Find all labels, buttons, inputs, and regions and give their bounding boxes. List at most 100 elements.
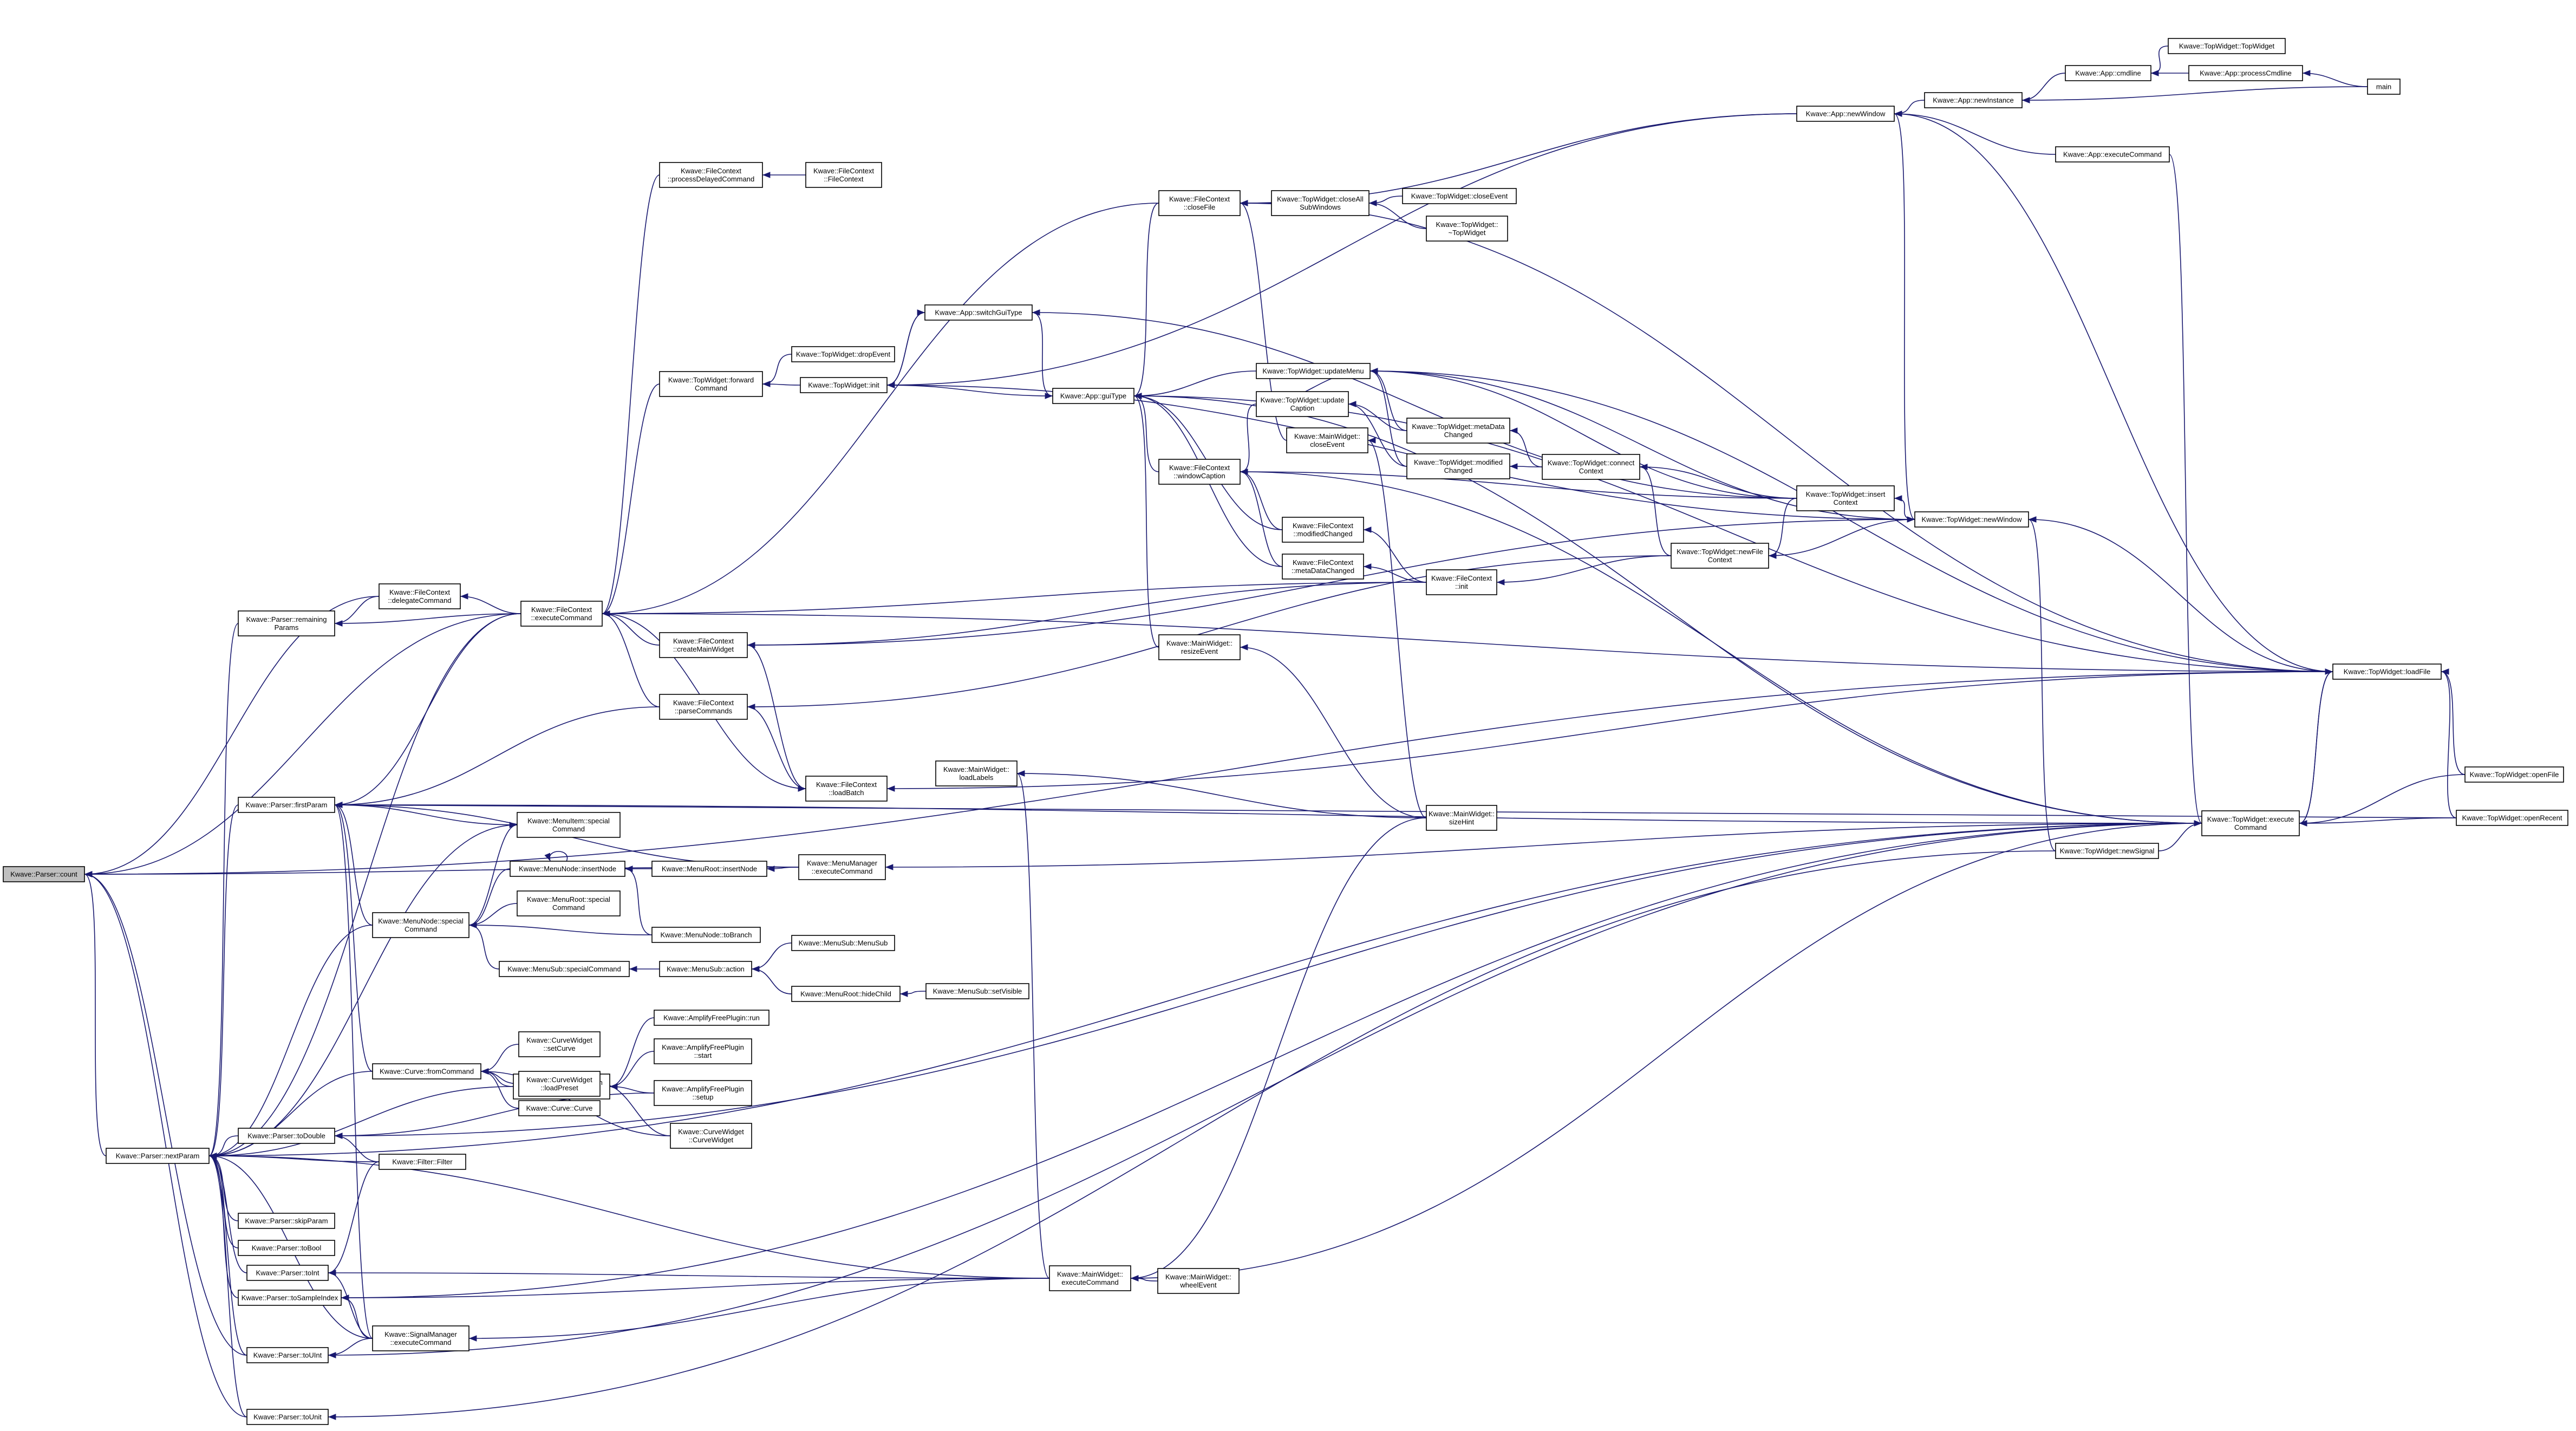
graph-node-appNewInstance[interactable]: Kwave::App::newInstance	[1924, 92, 2023, 108]
graph-node-appSwitchGui[interactable]: Kwave::App::switchGuiType	[924, 304, 1033, 321]
graph-node-filterCtor[interactable]: Kwave::Filter::Filter	[379, 1154, 466, 1170]
graph-node-mmExecute[interactable]: Kwave::MenuManager::executeCommand	[798, 854, 886, 880]
graph-node-msAction[interactable]: Kwave::MenuSub::action	[659, 961, 752, 977]
node-box	[238, 1213, 335, 1229]
graph-node-firstParam[interactable]: Kwave::Parser::firstParam	[238, 797, 335, 813]
graph-node-msSetVisible[interactable]: Kwave::MenuSub::setVisible	[925, 983, 1029, 999]
graph-node-msCtor[interactable]: Kwave::MenuSub::MenuSub	[791, 935, 895, 951]
node-label: ::modifiedChanged	[1293, 530, 1352, 538]
node-label: ::metaDataChanged	[1292, 567, 1354, 575]
graph-node-mwExecute[interactable]: Kwave::MainWidget::executeCommand	[1049, 1265, 1131, 1291]
graph-node-nextParam[interactable]: Kwave::Parser::nextParam	[106, 1148, 210, 1164]
graph-node-main[interactable]: main	[2367, 79, 2401, 95]
node-box	[2456, 810, 2568, 826]
graph-node-mwWheel[interactable]: Kwave::MainWidget::wheelEvent	[1157, 1268, 1240, 1294]
node-label: Kwave::MainWidget::	[1429, 810, 1495, 818]
graph-node-appGuiType[interactable]: Kwave::App::guiType	[1052, 388, 1134, 404]
graph-node-mrSpecial[interactable]: Kwave::MenuRoot::specialCommand	[517, 890, 621, 916]
graph-node-mrInsertNode[interactable]: Kwave::MenuRoot::insertNode	[651, 861, 767, 877]
graph-node-fcModified[interactable]: Kwave::FileContext::modifiedChanged	[1282, 517, 1364, 543]
graph-node-toDouble[interactable]: Kwave::Parser::toDouble	[238, 1128, 335, 1144]
node-label: Kwave::TopWidget::newWindow	[1922, 516, 2023, 524]
graph-node-twUpdateMenu[interactable]: Kwave::TopWidget::updateMenu	[1256, 363, 1371, 379]
call-edge	[334, 613, 521, 808]
graph-node-twOpenFile[interactable]: Kwave::TopWidget::openFile	[2464, 766, 2564, 783]
graph-node-toUInt[interactable]: Kwave::Parser::toUInt	[246, 1347, 329, 1363]
node-box	[925, 983, 1029, 999]
graph-node-skipParam[interactable]: Kwave::Parser::skipParam	[238, 1213, 335, 1229]
graph-node-fcParse[interactable]: Kwave::FileContext::parseCommands	[659, 694, 748, 720]
call-edge	[468, 822, 518, 926]
graph-node-fcDelegate[interactable]: Kwave::FileContext::delegateCommand	[379, 583, 461, 609]
graph-node-curveCtor[interactable]: Kwave::Curve::Curve	[518, 1100, 601, 1116]
graph-node-appCmdline[interactable]: Kwave::App::cmdline	[2065, 65, 2151, 81]
node-box	[246, 1265, 329, 1281]
graph-node-toInt[interactable]: Kwave::Parser::toInt	[246, 1265, 329, 1281]
graph-node-mrHideChild[interactable]: Kwave::MenuRoot::hideChild	[791, 986, 901, 1002]
call-edge	[84, 871, 247, 1417]
graph-node-toUnit[interactable]: Kwave::Parser::toUnit	[246, 1409, 329, 1425]
graph-node-afpRun[interactable]: Kwave::AmplifyFreePlugin::run	[654, 1010, 769, 1026]
node-label: ::init	[1455, 582, 1468, 590]
call-edge	[1240, 200, 1287, 441]
graph-node-appExecute[interactable]: Kwave::App::executeCommand	[2055, 146, 2170, 162]
graph-node-smExecute[interactable]: Kwave::SignalManager::executeCommand	[372, 1325, 469, 1351]
graph-node-fcCtor[interactable]: Kwave::FileContext::FileContext	[805, 162, 882, 188]
graph-node-twLoadFile[interactable]: Kwave::TopWidget::loadFile	[2332, 664, 2442, 680]
graph-node-cwLoadPreset[interactable]: Kwave::CurveWidget::loadPreset	[518, 1071, 601, 1097]
graph-node-twExecute[interactable]: Kwave::TopWidget::executeCommand	[2201, 810, 2300, 836]
graph-node-fcWindowCaption[interactable]: Kwave::FileContext::windowCaption	[1158, 459, 1241, 485]
node-label: sizeHint	[1449, 818, 1475, 826]
graph-node-appProcessCmdline[interactable]: Kwave::App::processCmdline	[2188, 65, 2303, 81]
root-node-count[interactable]: Kwave::Parser::count	[3, 866, 85, 882]
call-edge	[1368, 196, 1403, 206]
graph-node-fcExecute[interactable]: Kwave::FileContext::executeCommand	[520, 601, 603, 627]
graph-node-fcInit[interactable]: Kwave::FileContext::init	[1426, 569, 1497, 595]
call-edge	[208, 1153, 247, 1356]
graph-node-twModified[interactable]: Kwave::TopWidget::modifiedChanged	[1406, 453, 1510, 479]
graph-node-twMetaData[interactable]: Kwave::TopWidget::metaDataChanged	[1406, 418, 1510, 444]
graph-node-afpSetup[interactable]: Kwave::AmplifyFreePlugin::setup	[654, 1080, 752, 1106]
node-label: Kwave::FileContext	[673, 699, 734, 707]
graph-node-twNewWindow[interactable]: Kwave::TopWidget::newWindow	[1914, 511, 2029, 528]
node-label: Kwave::CurveWidget	[526, 1076, 592, 1084]
graph-node-twInit[interactable]: Kwave::TopWidget::init	[800, 377, 888, 393]
graph-node-mnToBranch[interactable]: Kwave::MenuNode::toBranch	[651, 927, 761, 943]
graph-node-mwSizeHint[interactable]: Kwave::MainWidget::sizeHint	[1426, 805, 1497, 831]
graph-node-fcMetaData[interactable]: Kwave::FileContext::metaDataChanged	[1282, 554, 1364, 580]
graph-node-msSpecial[interactable]: Kwave::MenuSub::specialCommand	[499, 961, 630, 977]
graph-node-cwSetCurve[interactable]: Kwave::CurveWidget::setCurve	[518, 1031, 601, 1057]
graph-node-mnInsertNode[interactable]: Kwave::MenuNode::insertNode	[510, 861, 625, 877]
graph-node-twDropEvent[interactable]: Kwave::TopWidget::dropEvent	[791, 346, 895, 362]
graph-node-afpStart[interactable]: Kwave::AmplifyFreePlugin::start	[654, 1038, 752, 1064]
graph-node-mnSpecial[interactable]: Kwave::MenuNode::specialCommand	[372, 912, 469, 938]
graph-node-miSpecial[interactable]: Kwave::MenuItem::specialCommand	[517, 812, 621, 838]
graph-node-toBool[interactable]: Kwave::Parser::toBool	[238, 1240, 335, 1256]
graph-node-mwLoadLabels[interactable]: Kwave::MainWidget::loadLabels	[935, 760, 1018, 786]
graph-node-twCtor[interactable]: Kwave::TopWidget::TopWidget	[2168, 38, 2286, 54]
graph-node-fcProcessDelayed[interactable]: Kwave::FileContext::processDelayedComman…	[659, 162, 763, 188]
graph-node-twOpenRecent[interactable]: Kwave::TopWidget::openRecent	[2456, 810, 2568, 826]
node-box	[379, 583, 461, 609]
call-edge	[1016, 770, 1050, 1279]
graph-node-fcCloseFile[interactable]: Kwave::FileContext::closeFile	[1158, 190, 1241, 216]
graph-node-cwCtor[interactable]: Kwave::CurveWidget::CurveWidget	[670, 1123, 752, 1149]
graph-node-toSampleIndex[interactable]: Kwave::Parser::toSampleIndex	[238, 1290, 342, 1306]
graph-node-fcCreateMain[interactable]: Kwave::FileContext::createMainWidget	[659, 632, 748, 658]
graph-node-twDtor[interactable]: Kwave::TopWidget::~TopWidget	[1426, 216, 1508, 242]
graph-node-mwResize[interactable]: Kwave::MainWidget::resizeEvent	[1158, 634, 1241, 660]
graph-node-appNewWindow[interactable]: Kwave::App::newWindow	[1796, 106, 1895, 122]
graph-node-curveFromCommand[interactable]: Kwave::Curve::fromCommand	[372, 1063, 481, 1079]
graph-node-mwCloseEvent[interactable]: Kwave::MainWidget::closeEvent	[1286, 427, 1368, 453]
node-label: Kwave::TopWidget::init	[808, 381, 879, 389]
graph-node-fcLoadBatch[interactable]: Kwave::FileContext::loadBatch	[805, 776, 888, 802]
graph-node-twNewSignal[interactable]: Kwave::TopWidget::newSignal	[2055, 843, 2159, 859]
graph-node-twCloseEvent[interactable]: Kwave::TopWidget::closeEvent	[1402, 188, 1517, 204]
